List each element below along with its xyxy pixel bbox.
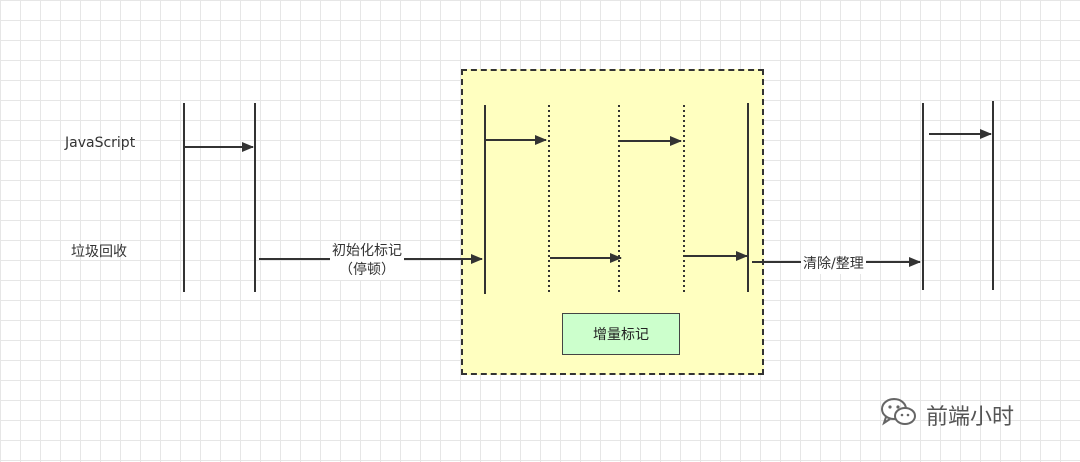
sweep-compact-label: 清除/整理 [801, 255, 866, 274]
gc-row-label: 垃圾回收 [71, 244, 127, 260]
initial-mark-label-line1: 初始化标记 [332, 243, 402, 259]
initial-mark-label: 初始化标记 （停顿） [330, 242, 404, 280]
watermark-text: 前端小时 [926, 405, 1015, 430]
incremental-mark-label: 增量标记 [562, 313, 680, 355]
wechat-icon [880, 396, 918, 434]
initial-mark-label-line2: （停顿） [339, 262, 395, 278]
javascript-row-label: JavaScript [65, 135, 136, 151]
watermark: 前端小时 [880, 396, 1014, 434]
